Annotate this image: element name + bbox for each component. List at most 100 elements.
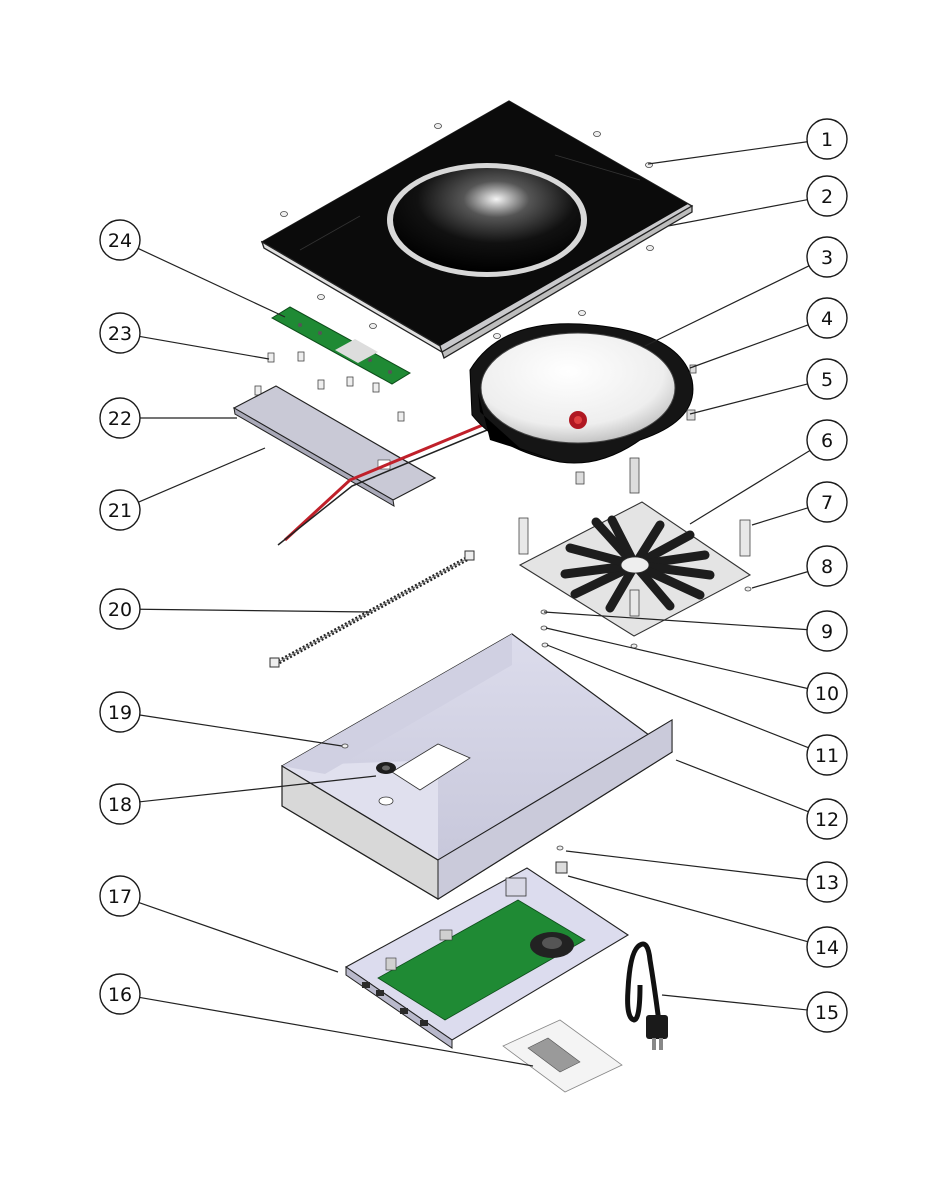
callout-circle [806, 175, 848, 217]
control-pcb [271, 306, 411, 385]
callout-23: 23 [99, 312, 141, 354]
glass-top-plate [260, 100, 694, 359]
callout-circle [806, 358, 848, 400]
callout-10: 10 [806, 672, 848, 714]
callout-number: 1 [821, 129, 833, 151]
callout-5: 5 [806, 358, 848, 400]
callout-circle [99, 783, 141, 825]
callout-number: 6 [821, 430, 833, 452]
leader-line-18 [139, 775, 377, 803]
callout-8: 8 [806, 545, 848, 587]
leader-line-3 [644, 265, 810, 347]
callout-circle [99, 973, 141, 1015]
callout-circle [806, 610, 848, 652]
control-bracket [232, 385, 437, 507]
main-pcb-base [344, 867, 630, 1049]
coil-mount-pins [575, 364, 697, 494]
callout-circle [99, 875, 141, 917]
leader-line-17 [138, 902, 339, 973]
ferrite-plate [518, 501, 752, 637]
ferrite-spacers [518, 517, 751, 617]
leader-line-24 [137, 247, 286, 318]
callout-number: 12 [815, 809, 839, 831]
callout-number: 15 [815, 1002, 839, 1024]
callout-number: 9 [821, 621, 833, 643]
coil-wire [269, 550, 475, 668]
leader-line-20 [139, 608, 371, 613]
callout-9: 9 [806, 610, 848, 652]
callout-circle [806, 481, 848, 523]
callout-circle [806, 297, 848, 339]
callout-number: 24 [108, 230, 132, 252]
leader-line-16 [139, 996, 534, 1067]
leader-line-8 [751, 571, 808, 589]
callout-circle [806, 861, 848, 903]
callout-circle [806, 926, 848, 968]
callout-number: 11 [815, 745, 839, 767]
callout-circle [99, 691, 141, 733]
callout-circle [99, 397, 141, 439]
callout-6: 6 [806, 419, 848, 461]
callout-number: 17 [108, 886, 132, 908]
callout-circle [806, 545, 848, 587]
callout-circle [806, 798, 848, 840]
leader-line-14 [567, 875, 808, 943]
leader-line-23 [139, 335, 270, 360]
leader-lines [137, 141, 811, 1067]
callout-18: 18 [99, 783, 141, 825]
leader-line-1 [647, 141, 808, 165]
wire-harness [277, 420, 493, 546]
callout-4: 4 [806, 297, 848, 339]
callout-19: 19 [99, 691, 141, 733]
callout-14: 14 [806, 926, 848, 968]
leader-line-19 [139, 714, 343, 747]
callout-circle [99, 312, 141, 354]
callout-number: 13 [815, 872, 839, 894]
callout-1: 1 [806, 118, 848, 160]
callout-circle [806, 734, 848, 776]
leader-line-10 [545, 627, 808, 690]
accessory-bag [502, 1019, 623, 1093]
leader-line-12 [675, 759, 809, 813]
callout-circle [99, 489, 141, 531]
callout-16: 16 [99, 973, 141, 1015]
callout-2: 2 [806, 175, 848, 217]
leader-line-4 [689, 324, 809, 369]
leader-line-5 [689, 383, 808, 415]
housing-case [280, 633, 674, 900]
callout-15: 15 [806, 991, 848, 1033]
callout-number: 8 [821, 556, 833, 578]
leader-line-21 [138, 447, 266, 503]
callout-number: 14 [815, 937, 839, 959]
callout-20: 20 [99, 588, 141, 630]
leader-line-2 [667, 199, 808, 227]
callout-21: 21 [99, 489, 141, 531]
small-screws [540, 586, 752, 649]
callout-circle [99, 588, 141, 630]
callout-number: 16 [108, 984, 132, 1006]
power-cord [625, 941, 668, 1050]
callout-22: 22 [99, 397, 141, 439]
callout-number: 10 [815, 683, 839, 705]
callout-17: 17 [99, 875, 141, 917]
callout-circle [806, 672, 848, 714]
callout-number: 5 [821, 369, 833, 391]
callout-7: 7 [806, 481, 848, 523]
callout-number: 20 [108, 599, 132, 621]
callout-number: 7 [821, 492, 833, 514]
leader-line-6 [689, 449, 811, 525]
callout-circle [806, 118, 848, 160]
leader-line-9 [543, 611, 808, 631]
callout-number: 3 [821, 247, 833, 269]
callout-circle [99, 219, 141, 261]
callout-circle [806, 991, 848, 1033]
callout-24: 24 [99, 219, 141, 261]
callout-circle [806, 236, 848, 278]
callout-3: 3 [806, 236, 848, 278]
callout-number: 21 [108, 500, 132, 522]
callout-12: 12 [806, 798, 848, 840]
leader-line-11 [546, 644, 809, 749]
leader-line-7 [751, 507, 809, 526]
callout-number: 19 [108, 702, 132, 724]
leader-line-13 [565, 850, 808, 881]
